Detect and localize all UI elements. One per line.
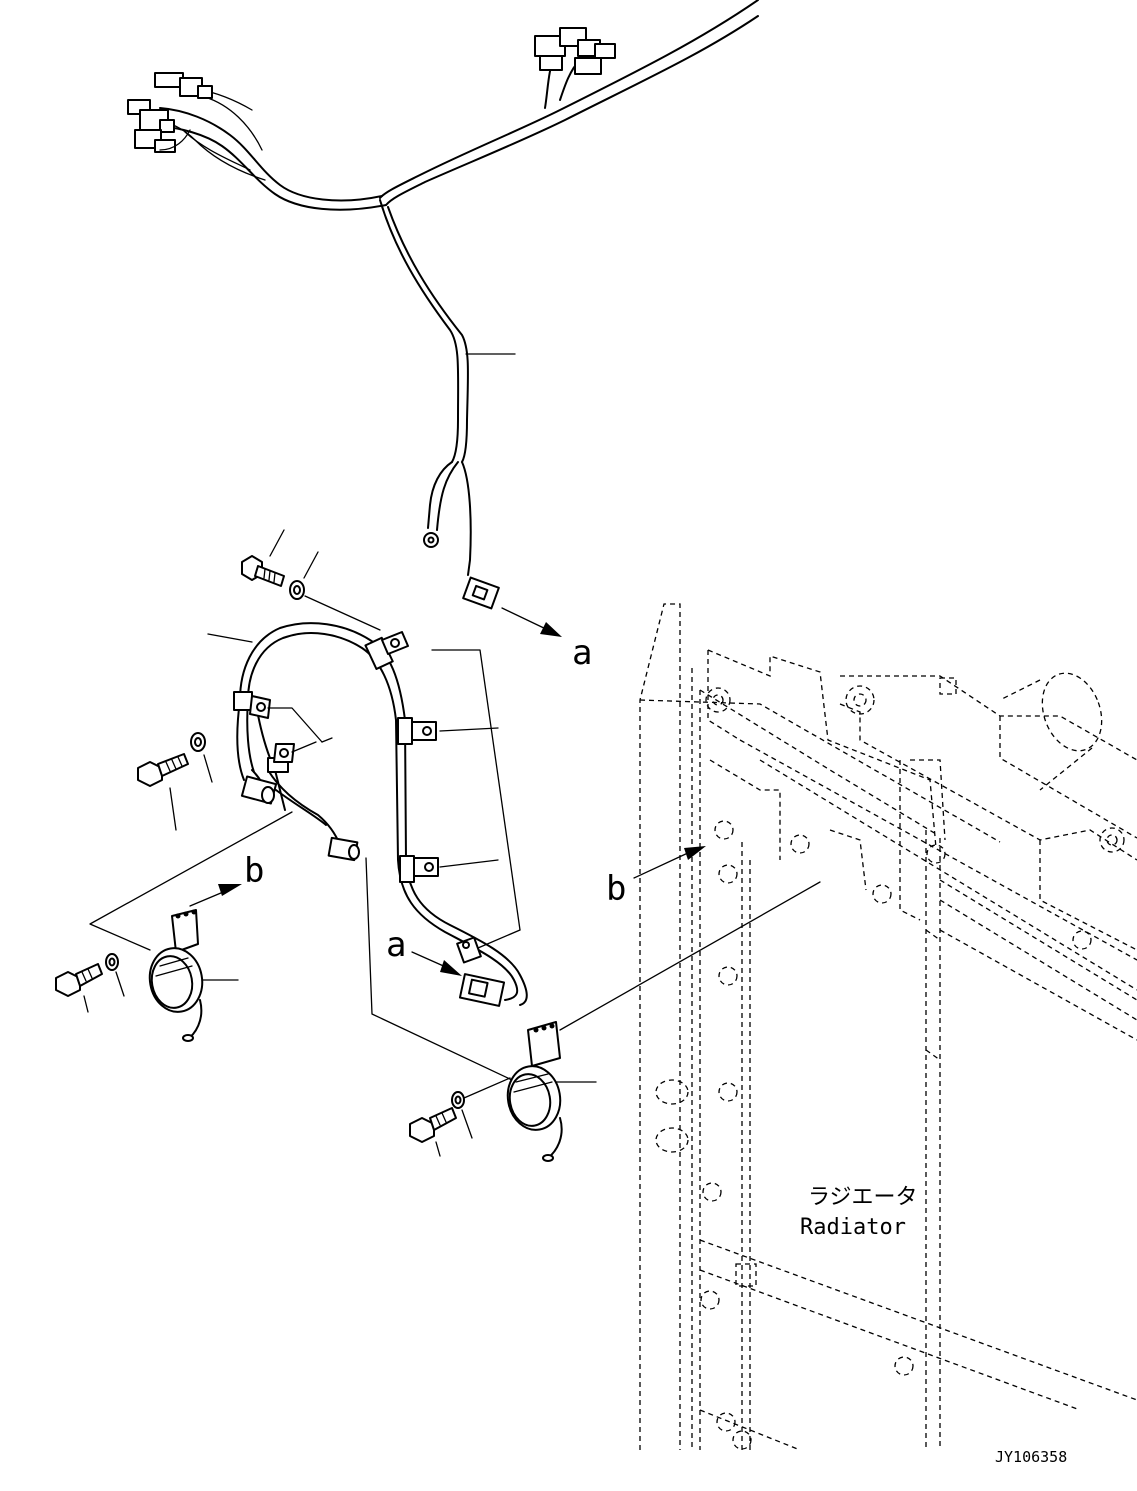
callout-b-right: b — [606, 846, 706, 909]
callout-b-left: b — [89, 811, 293, 951]
washer-bottom-middle — [451, 1077, 511, 1139]
harness-connector-b2 — [327, 836, 360, 862]
harness-connector-b1 — [240, 775, 278, 805]
callout-label-a2: a — [386, 925, 406, 965]
clamp-2 — [397, 717, 437, 745]
bolt-top — [241, 529, 285, 587]
bolt-bottom-middle — [409, 1107, 457, 1157]
clamp-1 — [364, 631, 409, 671]
callout-a-top: a — [501, 607, 592, 673]
radiator-label: ラジエータ Radiator — [800, 1185, 918, 1240]
main-wire-harness — [159, 0, 759, 610]
callout-a-bottom: a — [386, 925, 462, 976]
clamp-3 — [399, 855, 439, 883]
harness-connector-cluster-left — [127, 72, 213, 153]
drawing-number: JY106358 — [995, 1448, 1067, 1466]
clamp-4 — [233, 691, 271, 719]
radiator-label-en: Radiator — [800, 1215, 906, 1240]
callout-label-a: a — [572, 633, 592, 673]
horn-right — [365, 857, 821, 1162]
harness-connector-a — [458, 973, 506, 1007]
washer-bottom-left — [105, 953, 125, 997]
frame-bolts — [700, 685, 1125, 1450]
callout-label-b2: b — [606, 869, 626, 909]
sub-wire-harness — [207, 622, 528, 1007]
clamp-6 — [456, 936, 482, 964]
radiator-label-jp: ラジエータ — [808, 1185, 918, 1210]
harness-connector-cluster-right — [534, 27, 616, 75]
bolt-mid-left — [137, 753, 189, 831]
clamp-5 — [267, 743, 295, 773]
radiator-frame — [639, 603, 1137, 1451]
washer-top — [289, 551, 381, 631]
bolt-bottom-left — [55, 963, 103, 1013]
washer-mid-left — [190, 732, 213, 783]
horn-left — [148, 909, 239, 1042]
callout-label-b: b — [244, 851, 264, 891]
